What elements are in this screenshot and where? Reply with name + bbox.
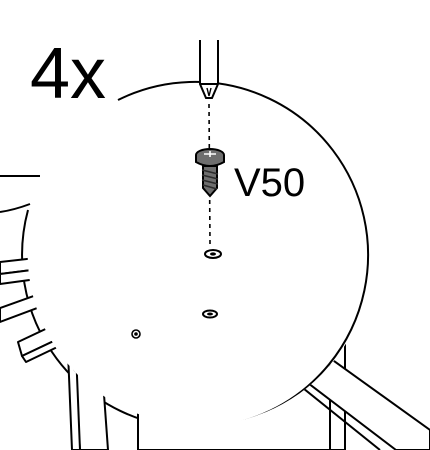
- screwdriver-icon: [199, 40, 219, 99]
- screw-icon: [195, 148, 225, 198]
- diagonal-brace: [77, 189, 430, 450]
- callout-pointer: [0, 175, 40, 213]
- rear-rail: [0, 237, 223, 275]
- metal-strap: [17, 247, 229, 357]
- front-leg: [61, 199, 109, 450]
- detail-circle: [21, 80, 370, 429]
- side-panel: [137, 221, 346, 450]
- part-code-label: V50: [234, 161, 305, 205]
- quantity-label: 4x: [30, 34, 106, 114]
